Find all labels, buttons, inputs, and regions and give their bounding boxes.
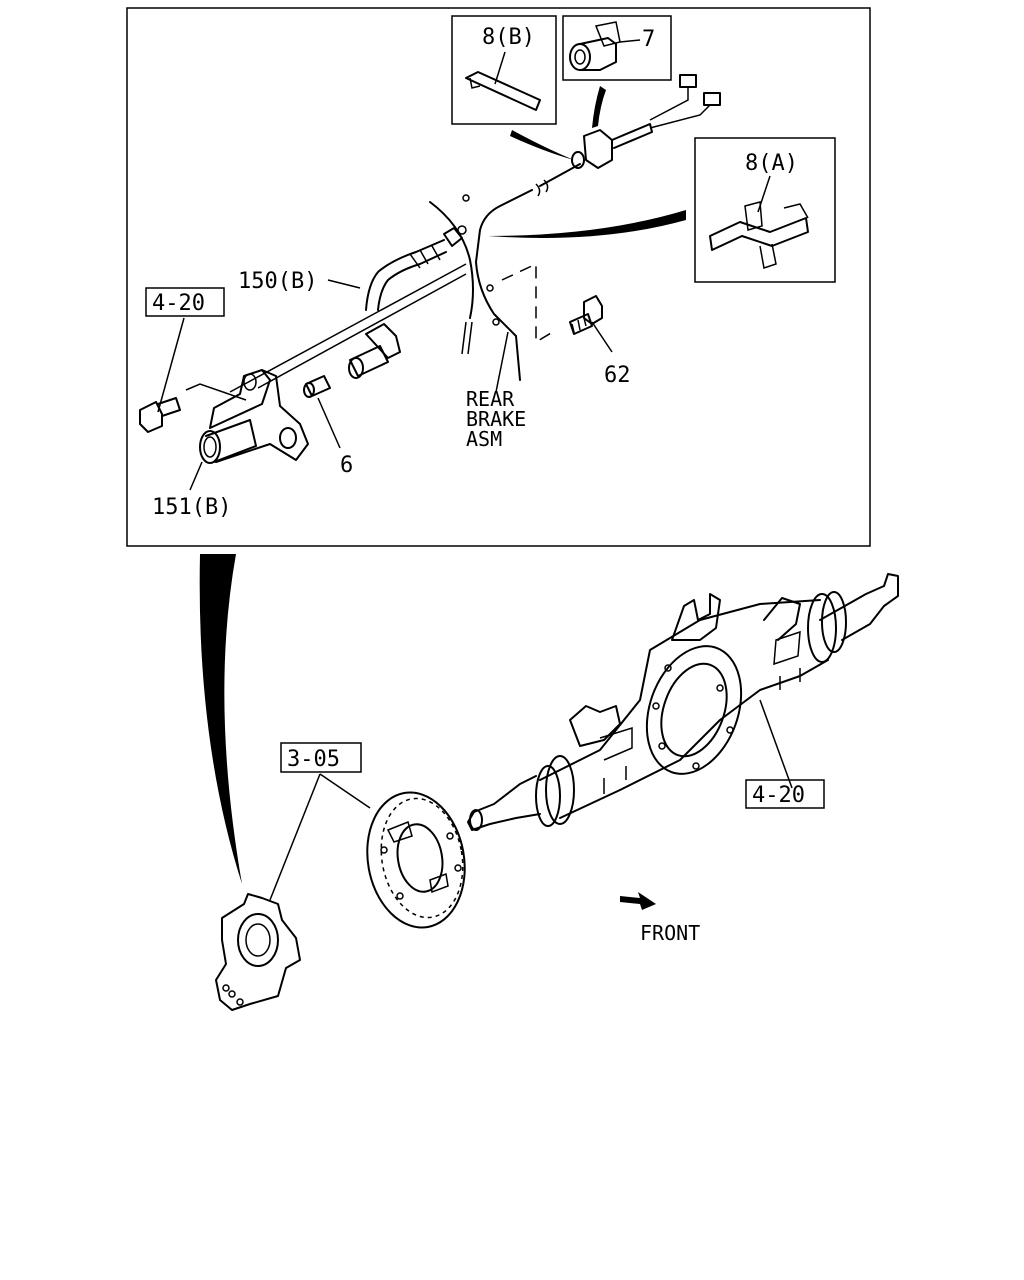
callout-150b: 150(B) [238, 269, 317, 294]
front-arrow-icon [620, 892, 656, 910]
sensor-cable [475, 163, 581, 381]
ref-box-4-20-top: 4-20 [145, 287, 225, 413]
rear-brake-leader [495, 331, 509, 393]
cable-grommet [571, 129, 613, 169]
ref-3-05-leaders [269, 773, 371, 901]
brake-backing-plate [366, 791, 466, 929]
ref-box-4-20-axle [745, 779, 825, 809]
collar-6 [303, 375, 341, 449]
inset-clip-8a: 8(A) [694, 137, 836, 283]
rear-brake-line2: BRAKE [466, 407, 526, 431]
callout-4-20-top: 4-20 [152, 291, 205, 316]
callout-3-05: 3-05 [287, 747, 340, 772]
callout-8a: 8(A) [745, 151, 798, 176]
hose-fitting [348, 323, 401, 379]
pointer-8b [510, 130, 574, 160]
callout-62: 62 [604, 363, 631, 388]
callout-8b: 8(B) [482, 25, 535, 50]
callout-4-20-axle: 4-20 [752, 783, 805, 808]
brake-hose [327, 227, 463, 311]
bracket-151b [189, 369, 309, 491]
inset-clip-8b: 8(B) [451, 15, 557, 125]
assembly-centerline [229, 263, 467, 393]
inset-grommet-7: 7 [562, 15, 672, 81]
front-label: FRONT [640, 921, 700, 945]
callout-6: 6 [340, 453, 353, 478]
bolt-62-dashline [501, 262, 557, 344]
ref-box-3-05 [280, 742, 362, 773]
pointer-7 [592, 86, 606, 128]
axle-housing [467, 573, 899, 831]
backing-plate-edge [429, 194, 500, 355]
sensor-connectors [611, 74, 721, 149]
callout-7: 7 [642, 27, 655, 52]
axle-knuckle-bracket [215, 893, 301, 1011]
bolt-62 [569, 295, 613, 353]
callout-151b: 151(B) [152, 495, 231, 520]
rear-brake-line3: ASM [466, 427, 502, 451]
rear-brake-line1: REAR [466, 387, 515, 411]
detail-frame [126, 7, 871, 547]
pointer-8a [488, 210, 686, 238]
mounting-bolt [139, 383, 247, 433]
pointer-detail-to-knuckle [199, 554, 242, 884]
